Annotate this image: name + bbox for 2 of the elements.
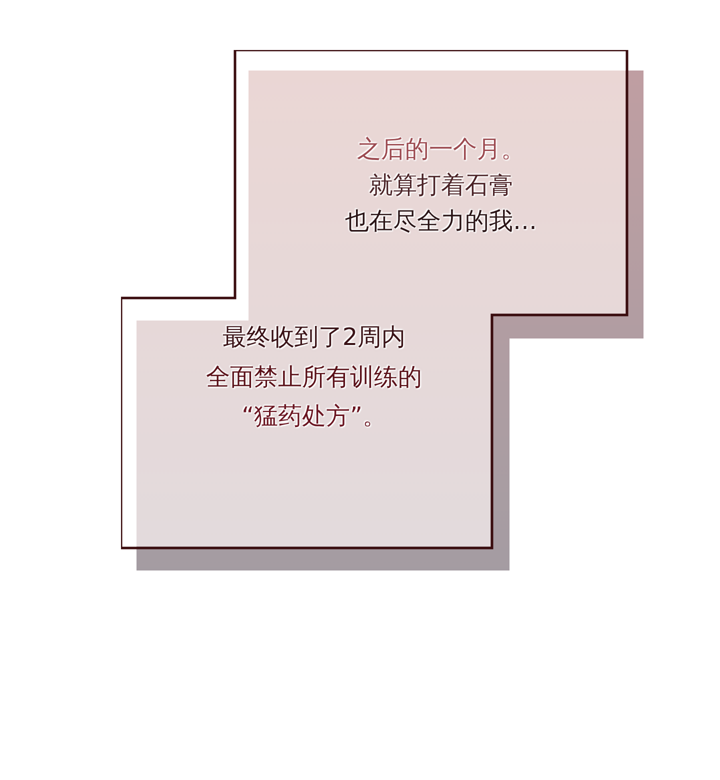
caption-text: 之后的一个月。就算打着石膏也在尽全力的我…: [345, 134, 537, 237]
caption-text: 最终收到了2周内全面禁止所有训练的“猛药处方”。: [206, 322, 422, 432]
